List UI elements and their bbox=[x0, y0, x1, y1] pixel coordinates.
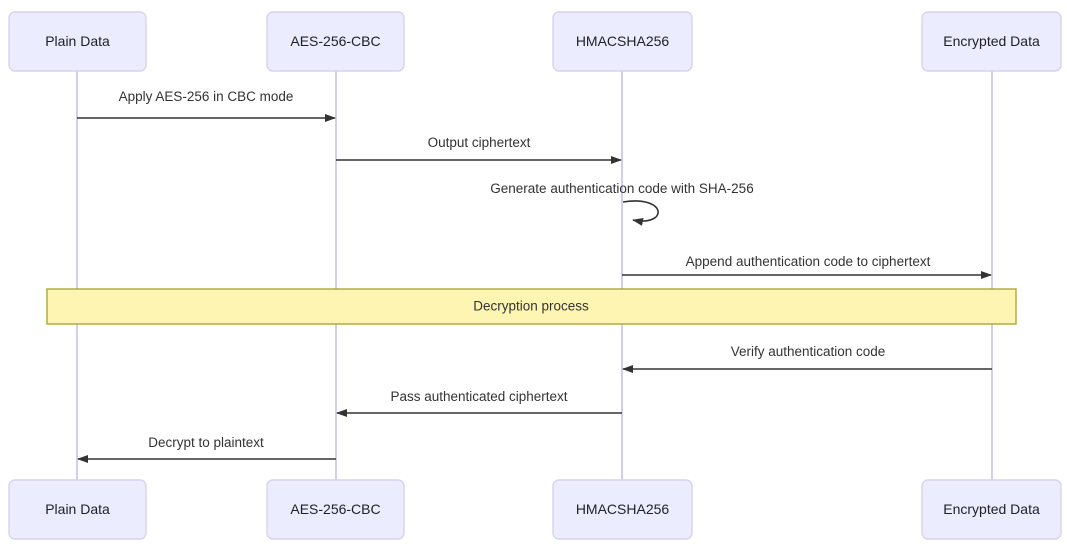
participant-label-aes-256-cbc-top: AES-256-CBC bbox=[290, 33, 380, 49]
participant-box-hmacsha256-bottom bbox=[552, 479, 693, 540]
participant-box-hmacsha256-top bbox=[552, 11, 693, 72]
msg-apply-aes-label: Apply AES-256 in CBC mode bbox=[119, 89, 294, 104]
participant-box-aes-256-cbc-bottom bbox=[266, 479, 405, 540]
msg-pass-authenticated-ciphertext-label: Pass authenticated ciphertext bbox=[390, 389, 567, 404]
msg-apply-aes[interactable]: Apply AES-256 in CBC mode bbox=[77, 89, 336, 122]
msg-pass-authenticated-ciphertext[interactable]: Pass authenticated ciphertext bbox=[336, 389, 622, 417]
msg-output-ciphertext-label: Output ciphertext bbox=[428, 135, 531, 150]
msg-verify-auth-code-label: Verify authentication code bbox=[731, 344, 886, 359]
participant-hmacsha256-top[interactable]: HMACSHA256 bbox=[552, 11, 693, 72]
msg-decrypt-to-plaintext-label: Decrypt to plaintext bbox=[148, 435, 264, 450]
participant-aes-256-cbc-bottom[interactable]: AES-256-CBC bbox=[266, 479, 405, 540]
participant-hmacsha256-bottom[interactable]: HMACSHA256 bbox=[552, 479, 693, 540]
participant-label-encrypted-data-bottom: Encrypted Data bbox=[943, 501, 1040, 517]
participant-box-plain-data-top bbox=[8, 11, 147, 72]
participant-box-aes-256-cbc-top bbox=[266, 11, 405, 72]
msg-generate-auth-code[interactable]: Generate authentication code with SHA-25… bbox=[490, 181, 754, 226]
note-decryption-process-rect bbox=[46, 288, 1017, 325]
msg-decrypt-to-plaintext[interactable]: Decrypt to plaintext bbox=[77, 435, 336, 463]
participant-plain-data-top[interactable]: Plain Data bbox=[8, 11, 147, 72]
msg-verify-auth-code[interactable]: Verify authentication code bbox=[622, 344, 992, 373]
msg-append-auth-code-label: Append authentication code to ciphertext bbox=[686, 254, 931, 269]
msg-generate-auth-code-loop bbox=[622, 200, 659, 226]
note-decryption-process-label: Decryption process bbox=[473, 299, 589, 314]
participant-encrypted-data-top[interactable]: Encrypted Data bbox=[921, 11, 1062, 72]
participant-label-plain-data-top: Plain Data bbox=[45, 33, 110, 49]
participant-label-aes-256-cbc-bottom: AES-256-CBC bbox=[290, 501, 380, 517]
participant-label-hmacsha256-top: HMACSHA256 bbox=[576, 33, 670, 49]
participant-box-encrypted-data-bottom bbox=[921, 479, 1062, 540]
participant-box-encrypted-data-top bbox=[921, 11, 1062, 72]
participant-label-plain-data-bottom: Plain Data bbox=[45, 501, 110, 517]
msg-generate-auth-code-label: Generate authentication code with SHA-25… bbox=[490, 181, 753, 196]
participant-label-hmacsha256-bottom: HMACSHA256 bbox=[576, 501, 670, 517]
participant-encrypted-data-bottom[interactable]: Encrypted Data bbox=[921, 479, 1062, 540]
notes-layer: Decryption process bbox=[46, 288, 1017, 325]
msg-output-ciphertext[interactable]: Output ciphertext bbox=[336, 135, 622, 164]
participant-aes-256-cbc-top[interactable]: AES-256-CBC bbox=[266, 11, 405, 72]
participant-plain-data-bottom[interactable]: Plain Data bbox=[8, 479, 147, 540]
participant-box-plain-data-bottom bbox=[8, 479, 147, 540]
participant-label-encrypted-data-top: Encrypted Data bbox=[943, 33, 1040, 49]
msg-append-auth-code[interactable]: Append authentication code to ciphertext bbox=[622, 254, 992, 279]
